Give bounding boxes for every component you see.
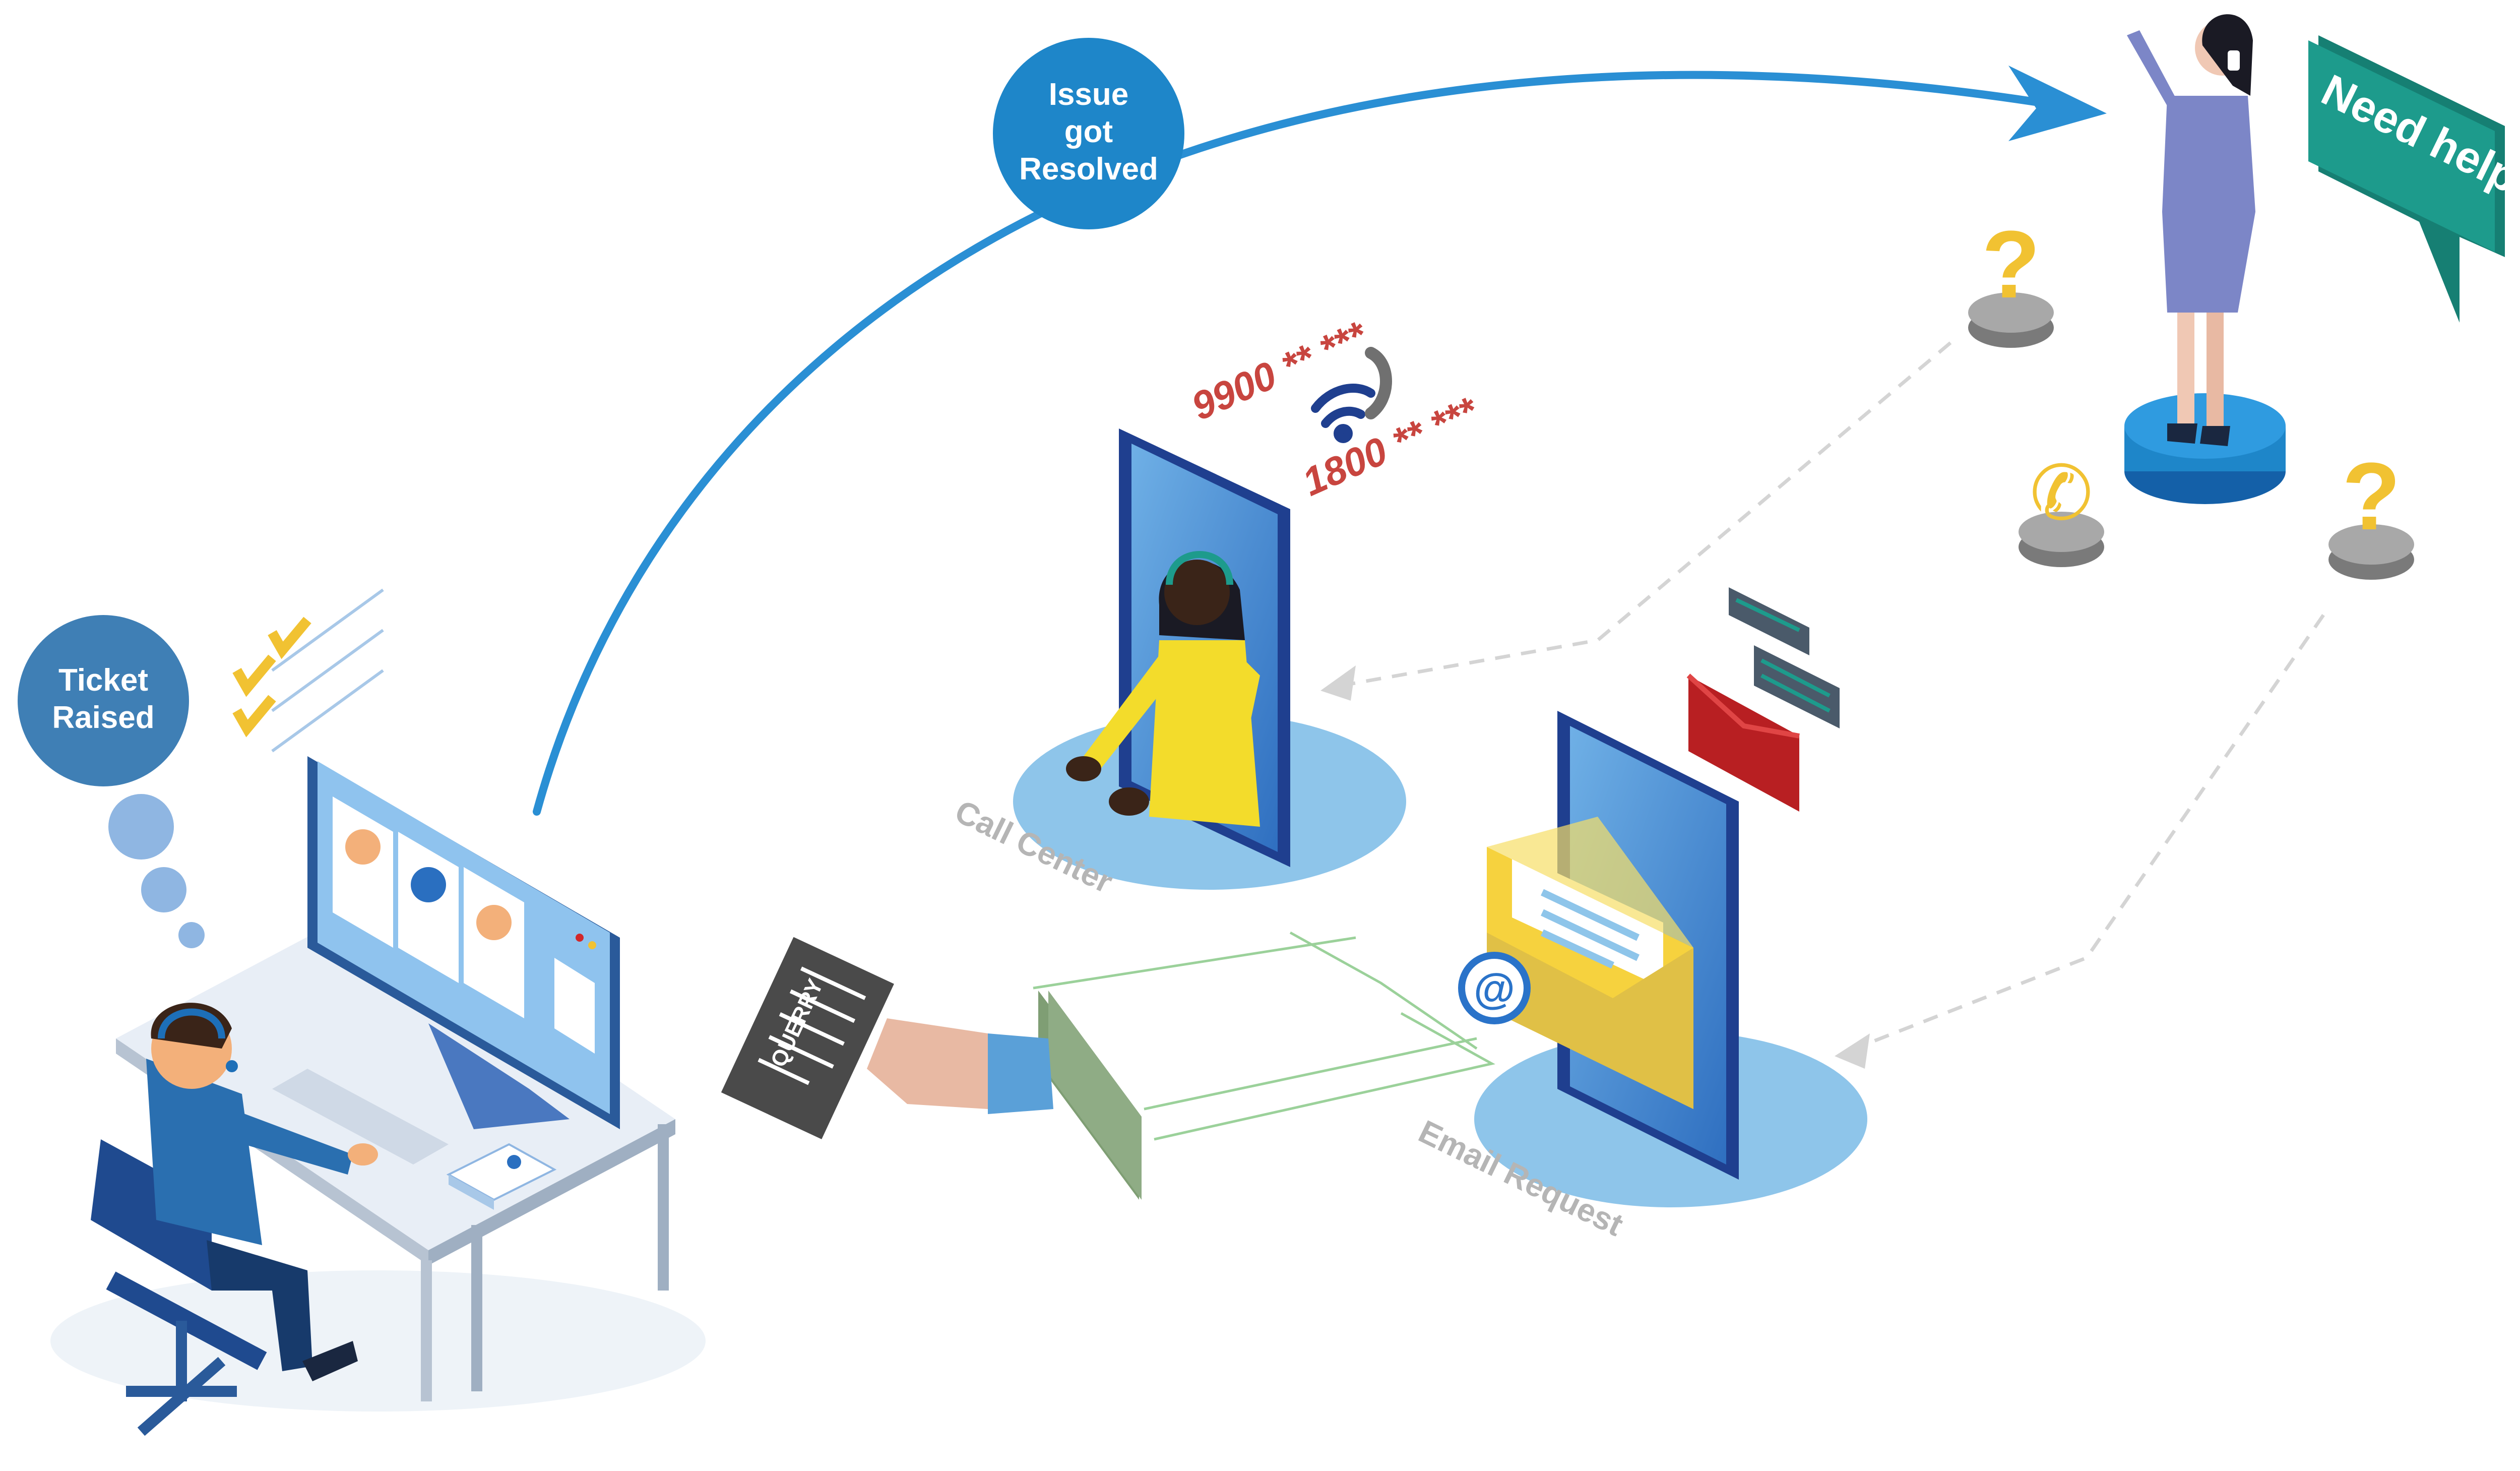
checkmark-icon: [268, 617, 311, 659]
phone-handset-icon: ✆: [2030, 450, 2093, 537]
call-center-station: [1013, 428, 1406, 890]
support-agent: [91, 1003, 378, 1436]
customer-woman: [2124, 14, 2286, 504]
computer-monitor: [307, 756, 620, 1129]
ticket-raised-thought: Ticket Raised: [18, 615, 205, 948]
checkmark-icon: [232, 654, 276, 697]
keyboard: [272, 1069, 449, 1164]
headset-icon: [158, 1008, 225, 1039]
query-submission: QUERRY: [721, 931, 1495, 1200]
avatar: [476, 905, 512, 940]
avatar: [411, 867, 446, 902]
chat-bubble-icon: [1729, 587, 1809, 655]
question-puck-2: ?: [2328, 443, 2414, 580]
arrow-tip-email: [1835, 1033, 1870, 1069]
need-help-bubble: Need help!: [2308, 35, 2520, 323]
checklist: [232, 588, 384, 753]
issue-resolved-line-1: Issue: [1049, 77, 1129, 112]
question-mark-icon: ?: [2342, 443, 2401, 550]
resolution-arrow-head: [2008, 66, 2107, 141]
ticket-raised-line-1: Ticket: [58, 663, 148, 698]
email-request-station: @: [1458, 587, 1867, 1207]
avatar: [345, 829, 381, 865]
resolution-arrow: [533, 71, 2081, 816]
envelope-icon: [1487, 817, 1693, 1109]
arrow-tip-call-center: [1320, 665, 1356, 701]
business-cards: [446, 1143, 557, 1210]
phone-puck: ✆: [2019, 450, 2104, 567]
email-at-icon: @: [1458, 952, 1531, 1024]
issue-resolved-badge: Issue got Resolved: [993, 38, 1184, 229]
svg-text:@: @: [1474, 965, 1515, 1012]
question-mark-icon: ?: [1982, 211, 2040, 318]
chat-bubble-icon: [1754, 645, 1840, 728]
dashed-flow-arrows: [1340, 341, 2325, 1051]
checkmark-icon: [232, 695, 276, 738]
wifi-call-icon: [1311, 347, 1392, 443]
issue-resolved-line-2: got: [1064, 114, 1113, 149]
issue-resolved-line-3: Resolved: [1019, 152, 1158, 187]
ticket-raised-line-2: Raised: [52, 700, 154, 735]
headset-icon: [1166, 551, 1233, 585]
question-puck-1: ?: [1968, 211, 2054, 348]
